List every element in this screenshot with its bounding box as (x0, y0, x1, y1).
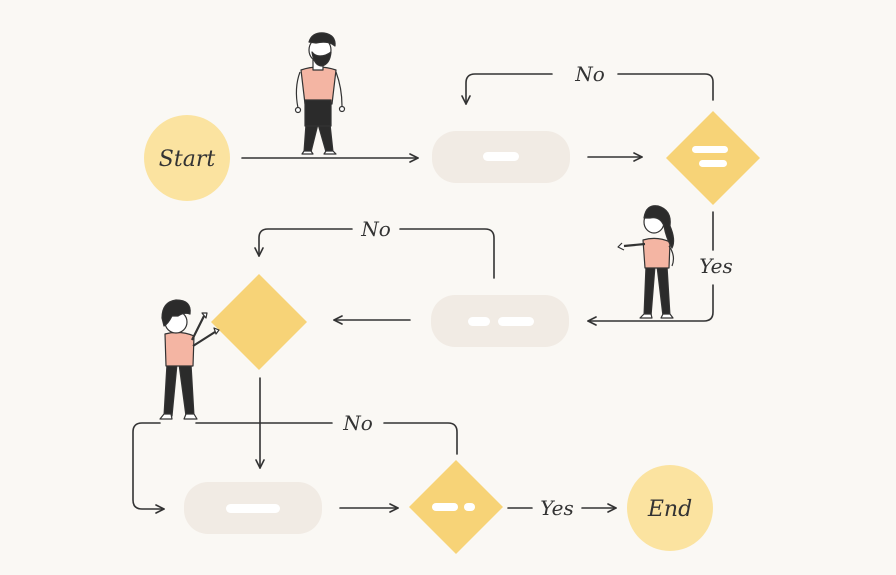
decision-diamond-3-bar-left (432, 503, 458, 511)
edge-label-no-1: No (574, 62, 605, 86)
decision-diamond-1-bar-top (692, 146, 728, 153)
process-box-2-bar-right (498, 317, 534, 326)
boy-figure (159, 299, 220, 420)
end-label: End (647, 497, 692, 522)
decision-diamond-2 (211, 274, 307, 370)
process-box-1-bar (483, 152, 519, 161)
process-box-3-bar (226, 504, 280, 513)
man-figure (294, 32, 346, 155)
edge-label-no-3: No (342, 411, 373, 435)
arrow-decision-3-no-loop (383, 422, 458, 455)
edge-label-no-2: No (360, 217, 391, 241)
edge-label-yes-2: Yes (540, 496, 574, 520)
decision-diamond-3-bar-right (464, 503, 475, 511)
start-node (144, 115, 230, 201)
start-label: Start (159, 147, 216, 172)
edge-label-yes-1: Yes (699, 254, 733, 278)
arrow-decision-1-no-loop-end (461, 73, 553, 105)
arrow-decision-1-yes-to-process-2 (587, 284, 714, 326)
process-box-2-bar-left (468, 317, 490, 326)
end-node (627, 465, 713, 551)
decision-diamond-1-bar-bottom (699, 160, 727, 167)
arrow-process-2-no-loop (399, 228, 495, 279)
arrow-process-2-no-loop-end (254, 228, 353, 257)
arrow-decision-3-no-loop-tail (132, 422, 165, 514)
arrow-decision-1-no-loop (617, 73, 714, 101)
woman-figure (617, 205, 675, 319)
decision-diamond-1 (666, 111, 760, 205)
